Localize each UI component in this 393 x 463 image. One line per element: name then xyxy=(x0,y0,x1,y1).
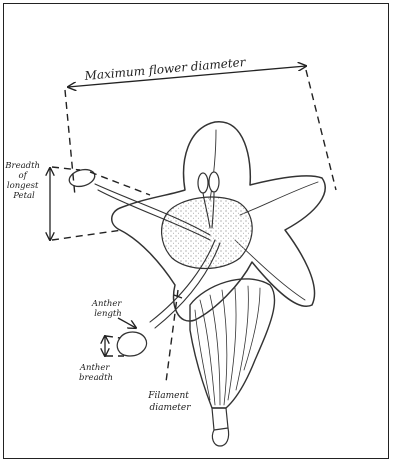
filament-diameter-measure: Filament diameter xyxy=(147,290,192,413)
anther-length-label: Anther length xyxy=(91,299,124,319)
anther-length-measure: Anther length xyxy=(91,299,136,328)
petal-breadth-label: Breadth of longest Petal xyxy=(4,161,42,201)
filament-diameter-label: Filament diameter xyxy=(147,391,192,413)
corolla-tube xyxy=(190,279,275,446)
anther-breadth-label: Anther breadth xyxy=(79,363,113,383)
